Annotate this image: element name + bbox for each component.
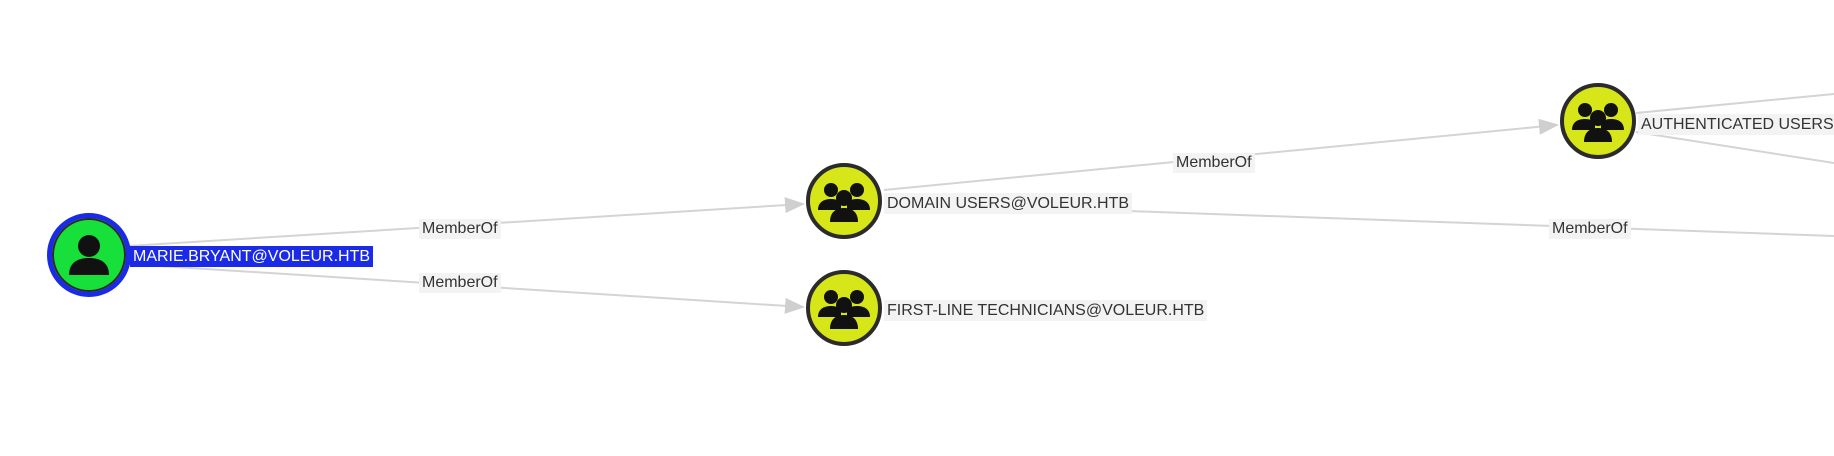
node-marie-bryant[interactable] bbox=[47, 213, 131, 297]
group-icon bbox=[818, 183, 870, 222]
edge-label-memberof: MemberOf bbox=[419, 273, 501, 293]
group-icon bbox=[1572, 103, 1624, 142]
group-icon bbox=[818, 290, 870, 329]
edge-domain-users-to-offscreen[interactable] bbox=[1127, 210, 1834, 237]
node-domain-users[interactable] bbox=[806, 163, 882, 239]
person-icon bbox=[69, 235, 109, 275]
node-label-domain-users: DOMAIN USERS@VOLEUR.HTB bbox=[884, 193, 1133, 214]
node-first-line-technicians[interactable] bbox=[806, 270, 882, 346]
node-label-authenticated-users: AUTHENTICATED USERS@ bbox=[1638, 114, 1834, 135]
node-label-marie-bryant: MARIE.BRYANT@VOLEUR.HTB bbox=[130, 246, 374, 267]
edge-auth-users-out-lower[interactable] bbox=[1635, 131, 1834, 164]
node-authenticated-users[interactable] bbox=[1560, 83, 1636, 159]
edge-auth-users-out-upper[interactable] bbox=[1635, 93, 1834, 114]
edge-label-memberof: MemberOf bbox=[1549, 219, 1631, 239]
node-label-first-line-technicians: FIRST-LINE TECHNICIANS@VOLEUR.HTB bbox=[884, 300, 1208, 321]
edge-label-memberof: MemberOf bbox=[419, 219, 501, 239]
edge-label-memberof: MemberOf bbox=[1173, 153, 1255, 173]
